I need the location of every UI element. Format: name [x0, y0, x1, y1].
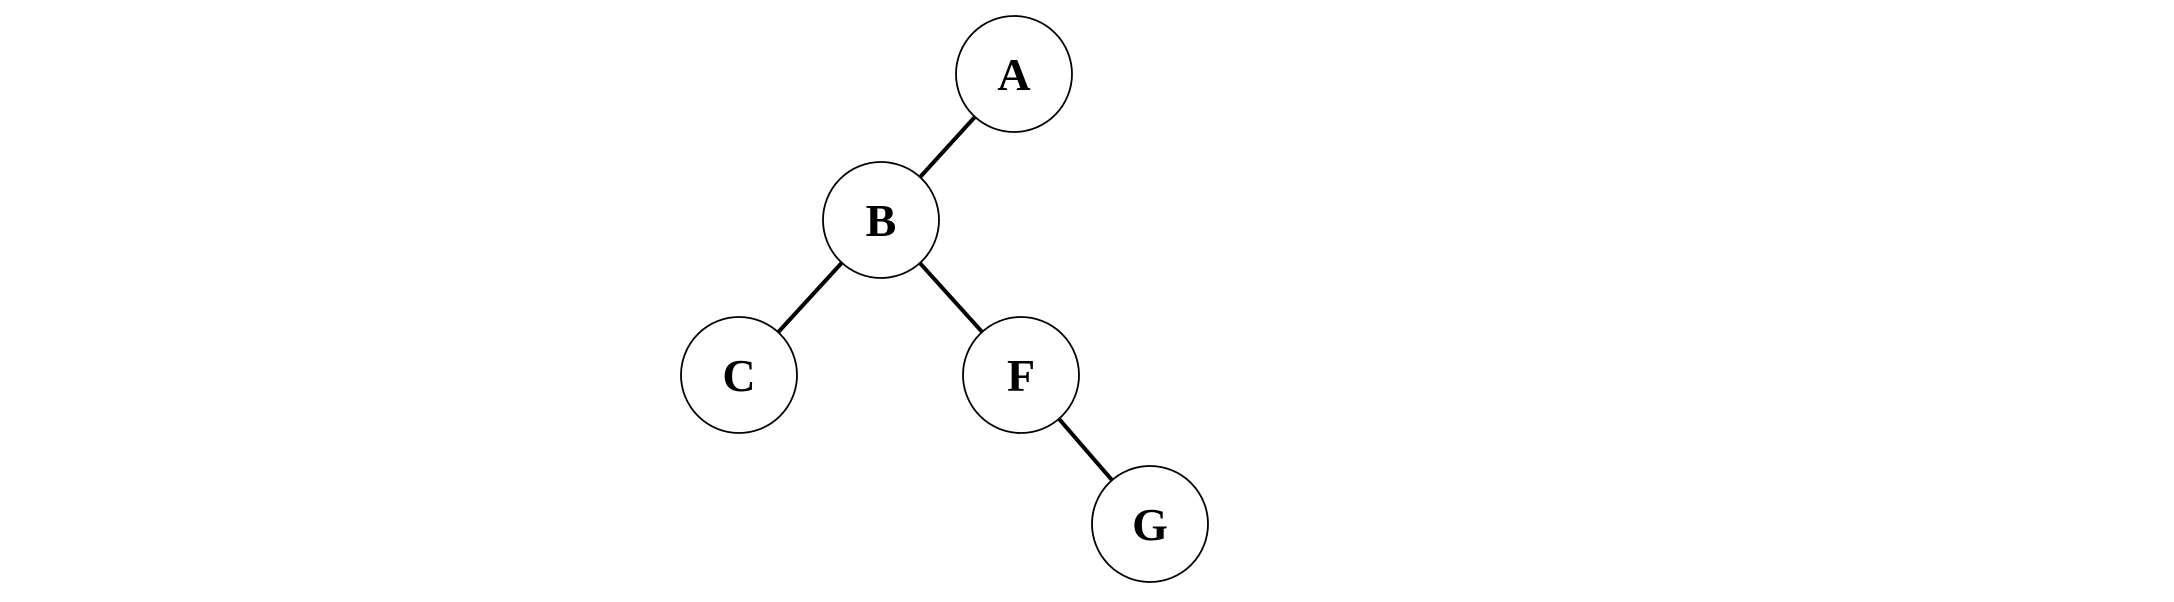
graph-node-B: B — [822, 161, 940, 279]
node-label-B: B — [866, 195, 897, 246]
node-label-A: A — [997, 49, 1030, 100]
graph-node-C: C — [680, 316, 798, 434]
node-circle-B — [822, 161, 940, 279]
node-label-C: C — [722, 350, 755, 401]
graph-node-F: F — [962, 316, 1080, 434]
graph-node-A: A — [955, 15, 1073, 133]
node-circle-C — [680, 316, 798, 434]
node-label-G: G — [1132, 499, 1168, 550]
edges-layer — [737, 72, 1152, 526]
node-circle-F — [962, 316, 1080, 434]
node-label-F: F — [1007, 350, 1035, 401]
node-circle-G — [1091, 465, 1209, 583]
node-circle-A — [955, 15, 1073, 133]
graph-node-G: G — [1091, 465, 1209, 583]
nodes-layer: A B C F G — [680, 15, 1209, 583]
